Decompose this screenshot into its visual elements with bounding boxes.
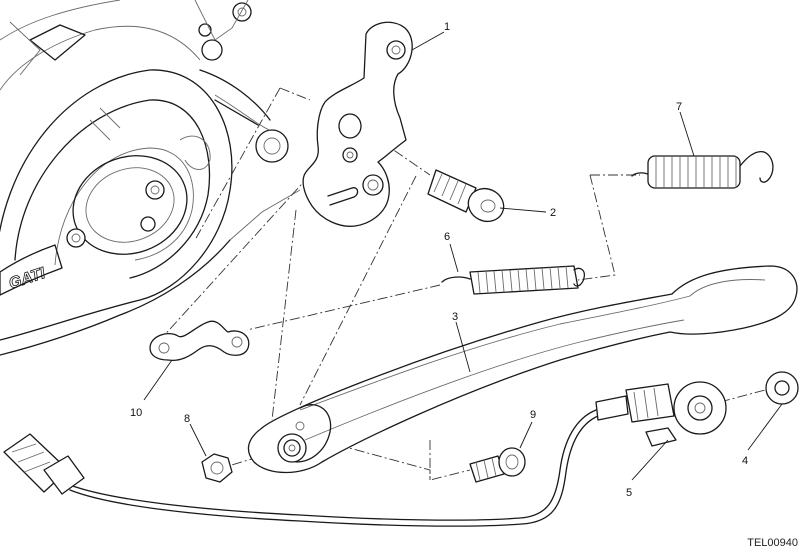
callout-2: 2	[550, 207, 556, 219]
part-10-retaining-clip	[149, 320, 250, 362]
part-1-stand-bracket	[302, 21, 413, 227]
leader-lines	[143, 31, 783, 481]
part-8-nut	[201, 453, 233, 483]
part-5-stand-sensor	[3, 381, 727, 527]
callout-5: 5	[626, 487, 632, 499]
callout-7: 7	[676, 101, 682, 113]
callout-9: 9	[530, 409, 536, 421]
part-2-screw	[427, 169, 505, 223]
callout-8: 8	[184, 413, 190, 425]
part-4-washer	[765, 371, 799, 405]
engine-logo-text: GATI	[7, 265, 48, 293]
part-9-bolt	[469, 447, 526, 483]
callout-4: 4	[742, 455, 748, 467]
part-3-side-stand	[247, 265, 798, 474]
part-6-long-spring	[441, 265, 586, 295]
reference-code: TEL00940	[747, 537, 798, 549]
callout-3: 3	[452, 311, 458, 323]
callout-1: 1	[444, 21, 450, 33]
engine-case: GATI	[0, 0, 301, 356]
callout-labels: 1 2 3 4 5 6 7 8 9 10	[130, 21, 748, 499]
callout-6: 6	[444, 231, 450, 243]
assembly-lines	[159, 87, 766, 481]
callout-10: 10	[130, 407, 142, 419]
part-7-short-spring	[631, 150, 774, 189]
